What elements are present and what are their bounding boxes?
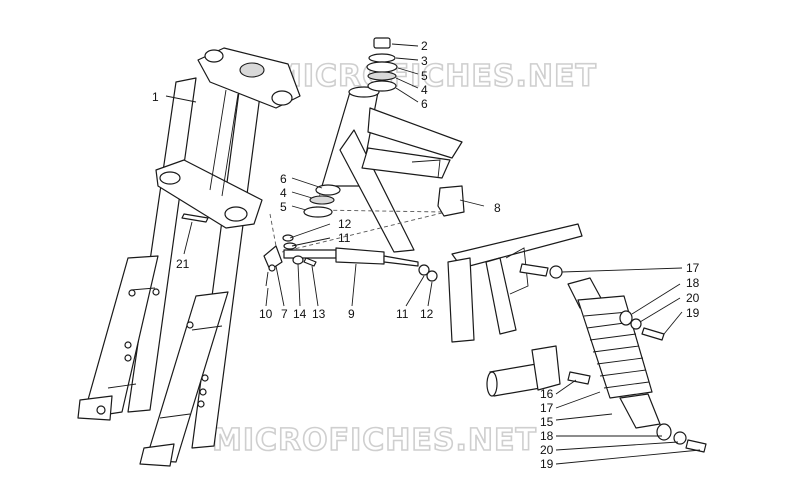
callout-4-lower: 4 bbox=[280, 186, 287, 200]
nut-12-bottom bbox=[426, 270, 438, 282]
bolt-16 bbox=[567, 371, 591, 385]
front-fork-assembly bbox=[77, 47, 301, 467]
leader-lines bbox=[165, 43, 701, 465]
spacer-18-bottom bbox=[656, 423, 672, 441]
axle-bolt-left bbox=[96, 405, 106, 415]
damper-body-9 bbox=[335, 247, 385, 265]
part-5-lower-bearing bbox=[303, 206, 333, 218]
callout-6-top: 6 bbox=[421, 97, 428, 111]
bracket-8 bbox=[437, 185, 465, 217]
callout-labels: 1 2 3 5 4 6 6 4 5 8 12 11 21 10 7 14 13 … bbox=[152, 39, 700, 471]
callout-5-lower: 5 bbox=[280, 200, 287, 214]
callout-4-top: 4 bbox=[421, 83, 428, 97]
frame-headstock bbox=[269, 86, 465, 253]
frame-top-tube bbox=[367, 107, 463, 159]
part-4-lower-seal bbox=[309, 195, 335, 205]
callout-10: 10 bbox=[259, 307, 273, 321]
part-3-washer bbox=[368, 53, 396, 63]
washer-11-top bbox=[283, 242, 297, 250]
rear-shock-absorber bbox=[486, 263, 707, 453]
callout-2: 2 bbox=[421, 39, 428, 53]
callout-11-top: 11 bbox=[338, 231, 351, 245]
callout-19-top: 19 bbox=[686, 306, 700, 320]
damper-bracket-7 bbox=[263, 245, 283, 271]
callout-5-top: 5 bbox=[421, 69, 428, 83]
washer-17-top bbox=[549, 265, 563, 279]
clip-21 bbox=[181, 213, 209, 223]
steering-damper bbox=[263, 234, 438, 287]
part-6-lower-race bbox=[315, 184, 341, 196]
fork-slider-right bbox=[145, 291, 229, 463]
callout-12-bottom: 12 bbox=[420, 307, 434, 321]
watermark-bottom: MICROFICHES.NET bbox=[212, 423, 537, 458]
callout-9: 9 bbox=[348, 307, 355, 321]
screw-13 bbox=[303, 257, 317, 267]
part-6-race bbox=[367, 80, 397, 92]
callout-16: 16 bbox=[540, 387, 554, 401]
callout-1: 1 bbox=[152, 90, 159, 104]
washer-12-top bbox=[282, 234, 294, 242]
bolt-17-top bbox=[519, 263, 549, 277]
spacer-18-top bbox=[619, 310, 633, 326]
callout-13: 13 bbox=[312, 307, 326, 321]
part-5-bearing bbox=[366, 61, 398, 73]
fork-foot-left bbox=[77, 395, 113, 421]
washer-20-bottom bbox=[673, 431, 687, 445]
frame-down-tube bbox=[339, 129, 415, 253]
bolt-19-bottom bbox=[685, 439, 707, 453]
callout-19-bottom: 19 bbox=[540, 457, 554, 471]
callout-17-top: 17 bbox=[686, 261, 700, 275]
shock-bottom-eye bbox=[619, 393, 661, 429]
headset-lower-stack bbox=[303, 184, 341, 218]
callout-8: 8 bbox=[494, 201, 501, 215]
callout-18-bottom: 18 bbox=[540, 429, 554, 443]
callout-7: 7 bbox=[281, 307, 288, 321]
bolt-19-top bbox=[641, 327, 665, 341]
bolt-10 bbox=[268, 264, 276, 272]
rear-subframe bbox=[447, 223, 583, 343]
callout-14: 14 bbox=[293, 307, 307, 321]
part-4-seal bbox=[367, 71, 397, 81]
fork-foot-right bbox=[139, 443, 175, 467]
callout-15: 15 bbox=[540, 415, 554, 429]
subframe-rail bbox=[451, 223, 583, 269]
callout-18-top: 18 bbox=[686, 276, 700, 290]
watermark-top: MICROFICHES.NET bbox=[272, 59, 597, 94]
callout-11-bottom: 11 bbox=[396, 307, 409, 321]
washer-14 bbox=[292, 255, 304, 265]
callout-12-top: 12 bbox=[338, 217, 352, 231]
shock-body-15 bbox=[577, 295, 653, 399]
washer-11-bottom bbox=[418, 264, 430, 276]
callout-21: 21 bbox=[176, 257, 190, 271]
callout-20-bottom: 20 bbox=[540, 443, 554, 457]
part-2-nut bbox=[373, 37, 391, 49]
callout-3: 3 bbox=[421, 54, 428, 68]
callout-17-bottom: 17 bbox=[540, 401, 554, 415]
callout-6-lower: 6 bbox=[280, 172, 287, 186]
washer-20-top bbox=[630, 318, 642, 330]
headset-upper-stack bbox=[366, 37, 398, 92]
callout-20-top: 20 bbox=[686, 291, 700, 305]
